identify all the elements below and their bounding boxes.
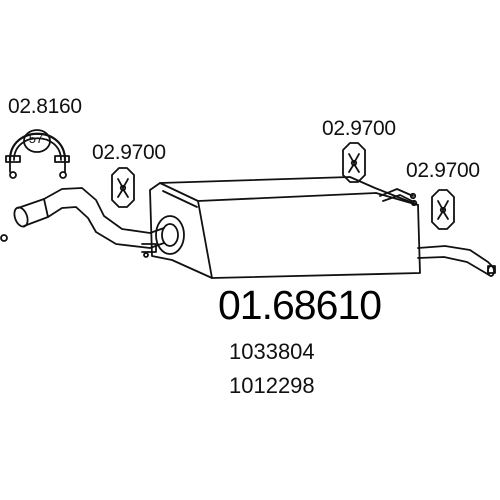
inlet-pipe xyxy=(0,187,165,249)
hanger-1-part-number: 02.9700 xyxy=(92,141,166,164)
hanger-drawing-2 xyxy=(342,142,366,183)
hanger-2-part-number: 02.9700 xyxy=(322,117,396,140)
muffler-body xyxy=(141,176,421,279)
alt-part-number-1: 1033804 xyxy=(229,339,315,364)
clamp-part-number: 02.8160 xyxy=(8,95,82,118)
alt-part-number-2: 1012298 xyxy=(229,373,315,398)
hanger-drawing-1 xyxy=(111,167,135,208)
clamp-size-label: 57 xyxy=(28,131,44,146)
bracket-wires xyxy=(379,188,418,207)
clamp-drawing xyxy=(5,129,70,179)
hanger-drawing-3 xyxy=(431,189,455,230)
main-part-number: 01.68610 xyxy=(218,282,382,328)
tail-pipe xyxy=(417,245,496,277)
hanger-3-part-number: 02.9700 xyxy=(406,159,480,182)
